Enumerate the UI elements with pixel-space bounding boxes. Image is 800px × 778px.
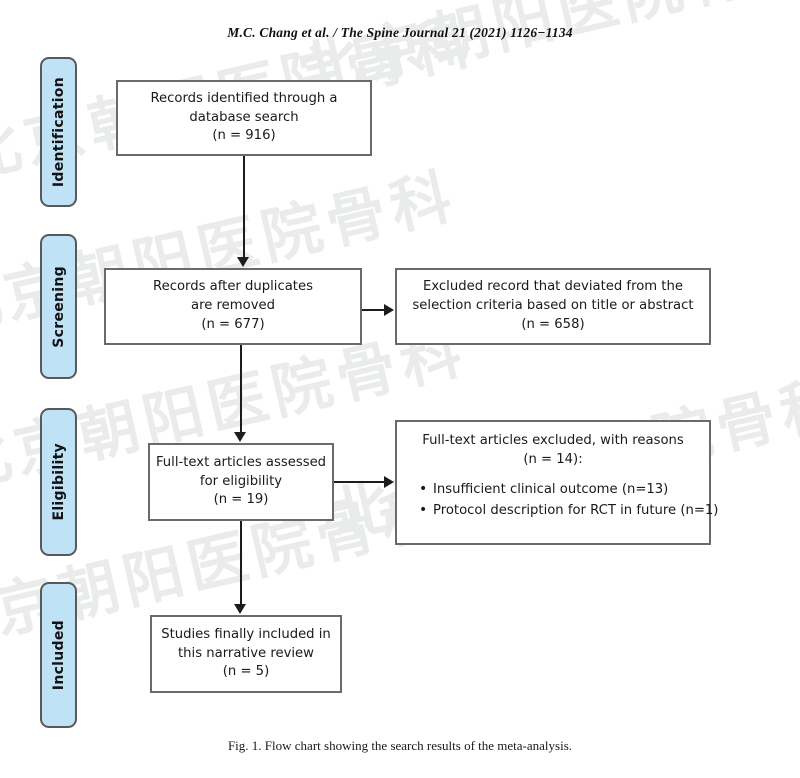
arrow-right-icon (384, 304, 394, 316)
flow-box-records-identified: Records identified through a database se… (116, 80, 372, 156)
arrow-right-icon (384, 476, 394, 488)
flow-box-excluded-eligibility: Full-text articles excluded, with reason… (395, 420, 718, 545)
connector-fulltext-to-included (240, 521, 242, 606)
flow-box-line: Records identified through a (150, 90, 338, 106)
flow-box-excluded-screening: Excluded record that deviated from the s… (395, 268, 711, 345)
arrow-down-icon (234, 432, 246, 442)
figure-caption: Fig. 1. Flow chart showing the search re… (227, 738, 573, 753)
stage-badge-identification: Identification (40, 57, 77, 207)
flow-box-count: (n = 5) (222, 664, 270, 680)
stage-label: Identification (50, 76, 67, 188)
connector-deduplicated-to-excluded (362, 309, 388, 311)
flow-box-line: Records after duplicates (153, 279, 313, 295)
list-item: Insufficient clinical outcome (n=13) (419, 480, 718, 500)
arrow-down-icon (234, 604, 246, 614)
flow-box-line: Excluded record that deviated from the (423, 279, 683, 295)
flow-box-count: (n = 677) (201, 316, 265, 332)
arrow-down-icon (237, 257, 249, 267)
running-head: M.C. Chang et al. / The Spine Journal 21… (227, 25, 573, 40)
excluded-reasons-list: Insufficient clinical outcome (n=13) Pro… (405, 480, 718, 522)
flow-box-line: database search (189, 109, 299, 125)
flow-box-count: (n = 916) (212, 128, 276, 144)
flow-box-line: for eligibility (199, 473, 283, 489)
flow-box-line: Full-text articles excluded, with reason… (422, 433, 684, 448)
connector-identified-to-deduplicated (243, 156, 245, 259)
flow-box-line: Full-text articles assessed (155, 454, 327, 470)
stage-badge-included: Included (40, 582, 77, 728)
flow-box-line: Studies finally included in (161, 626, 331, 642)
connector-deduplicated-to-fulltext (240, 345, 242, 434)
flow-box-line: selection criteria based on title or abs… (412, 298, 694, 314)
flow-box-line: are removed (191, 298, 275, 314)
flow-box-count: (n = 658) (521, 316, 585, 332)
flow-box-count: (n = 14): (523, 451, 583, 467)
flow-box-included-studies: Studies finally included in this narrati… (150, 615, 342, 693)
flow-box-line: this narrative review (178, 645, 314, 661)
stage-label: Screening (50, 265, 67, 348)
stage-badge-screening: Screening (40, 234, 77, 379)
stage-label: Eligibility (50, 443, 67, 521)
stage-label: Included (50, 619, 67, 691)
flow-box-count: (n = 19) (213, 492, 269, 508)
stage-badge-eligibility: Eligibility (40, 408, 77, 556)
connector-fulltext-to-excluded-reasons (334, 481, 388, 483)
excluded-reasons-heading: Full-text articles excluded, with reason… (405, 432, 701, 469)
flow-box-records-after-duplicates: Records after duplicates are removed (n … (104, 268, 362, 345)
flow-box-fulltext-assessed: Full-text articles assessed for eligibil… (148, 443, 334, 521)
list-item: Protocol description for RCT in future (… (419, 501, 718, 521)
